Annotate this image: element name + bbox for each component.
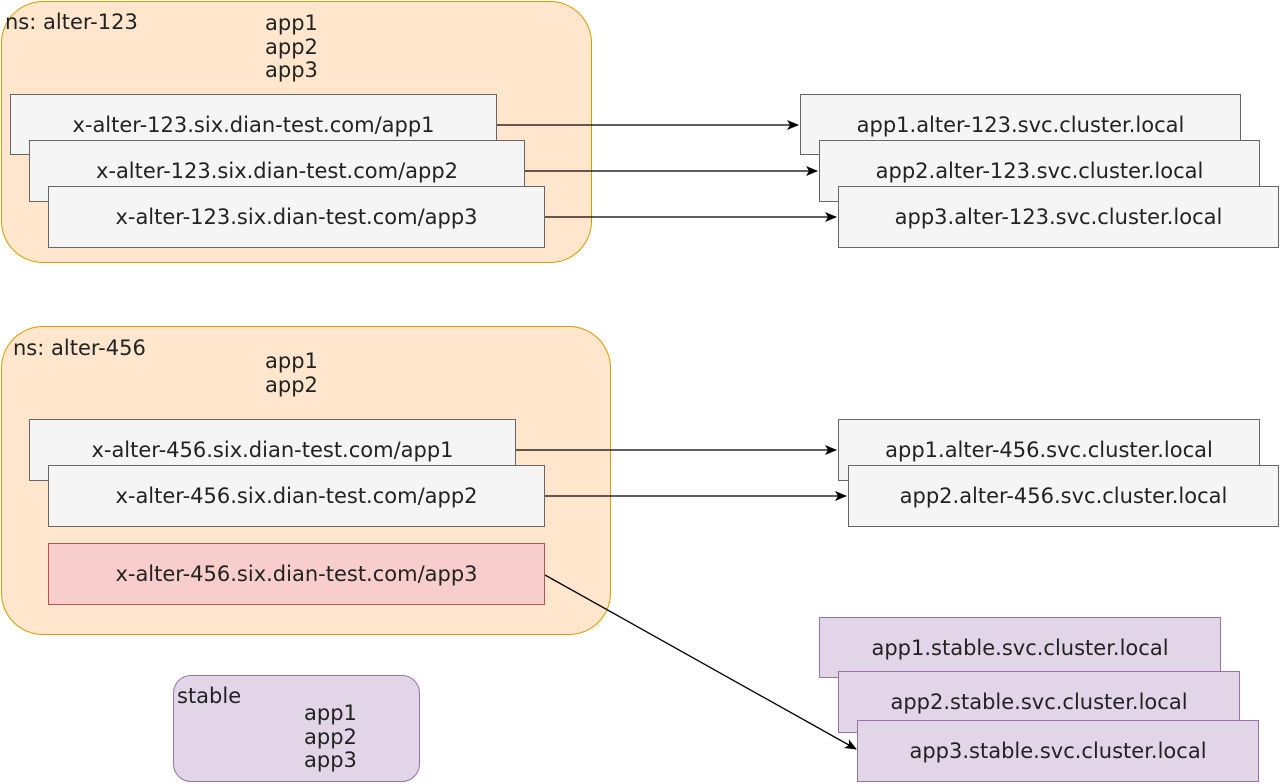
service-alter-123-app3: app3.alter-123.svc.cluster.local: [838, 186, 1279, 248]
app-list-item: app1: [304, 701, 357, 725]
service-stable-app1: app1.stable.svc.cluster.local: [819, 617, 1221, 678]
app-list-item: app1: [265, 349, 318, 373]
stable-group-title: stable: [177, 684, 242, 708]
namespace-alter-456-app-list: app1 app2: [265, 349, 318, 397]
app-list-item: app2: [265, 34, 318, 59]
stable-group: [173, 675, 420, 782]
ingress-alter-456-app2: x-alter-456.six.dian-test.com/app2: [48, 465, 545, 527]
app-list-item: app3: [304, 748, 357, 772]
namespace-alter-123-app-list: app1 app2 app3: [265, 11, 318, 83]
stable-app-list: app1 app2 app3: [304, 701, 357, 773]
service-alter-456-app2: app2.alter-456.svc.cluster.local: [848, 465, 1279, 527]
app-list-item: app1: [265, 11, 318, 35]
app-list-item: app2: [265, 372, 318, 397]
service-stable-app3: app3.stable.svc.cluster.local: [857, 720, 1259, 782]
app-list-item: app2: [304, 724, 357, 749]
app-list-item: app3: [265, 58, 318, 82]
ingress-alter-456-app3-missing: x-alter-456.six.dian-test.com/app3: [48, 543, 545, 605]
namespace-alter-123-title: ns: alter-123: [5, 10, 138, 34]
namespace-alter-456-title: ns: alter-456: [13, 336, 146, 360]
ingress-alter-123-app3: x-alter-123.six.dian-test.com/app3: [48, 186, 545, 248]
